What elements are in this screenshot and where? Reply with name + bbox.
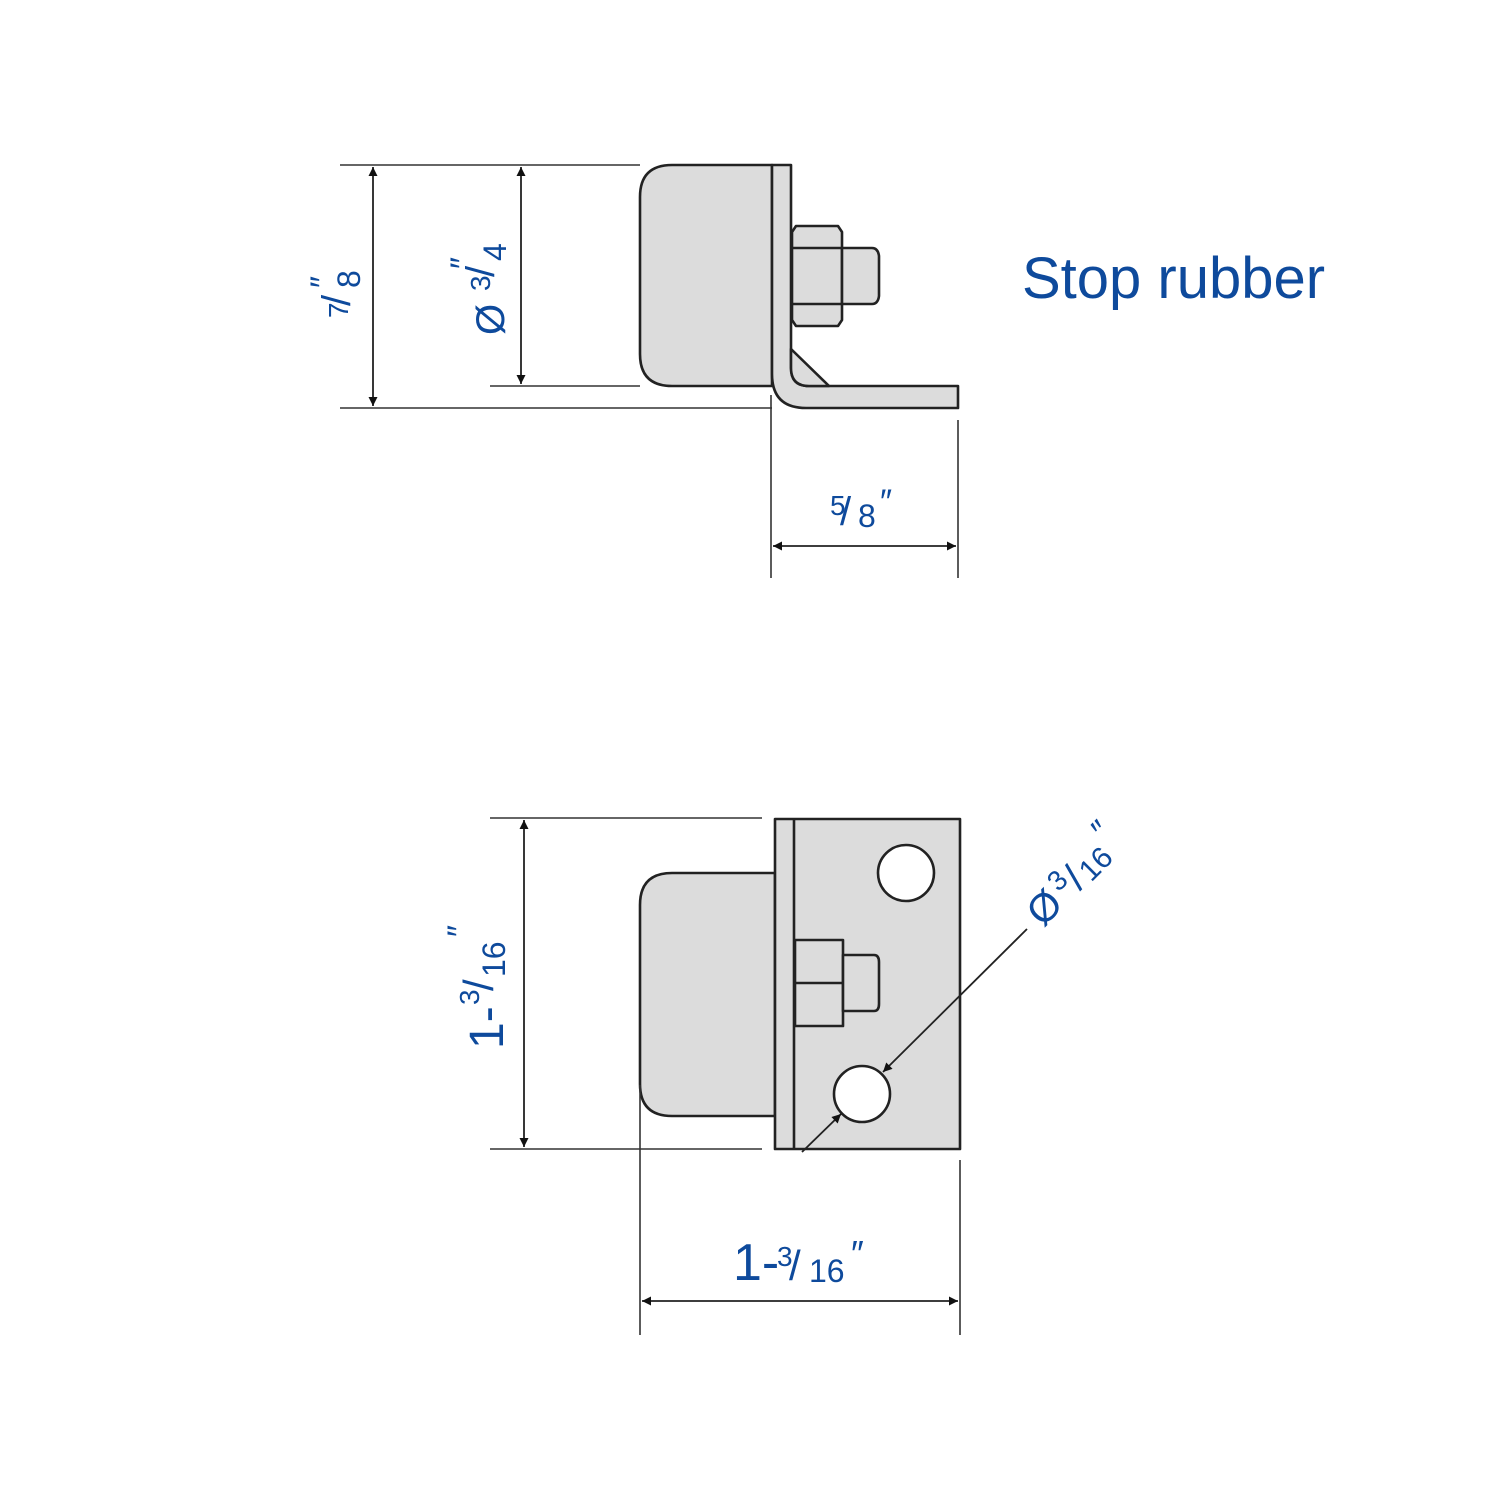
svg-text:3: 3 bbox=[777, 1241, 793, 1272]
svg-text:″: ″ bbox=[851, 1233, 864, 1274]
rubber-bumper-front bbox=[638, 871, 777, 1118]
svg-text:/: / bbox=[459, 265, 503, 277]
front-view: 1- 3 / 16 ″ 1- 3 / 16 ″ Ø 3 / 16 ″ bbox=[441, 813, 1120, 1335]
dim-label-plate-height: 1- 3 / 16 ″ bbox=[441, 925, 514, 1049]
dim-label-hole-diameter: Ø 3 / 16 ″ bbox=[1018, 813, 1119, 934]
dim-leader-hole-diameter-lower bbox=[801, 1113, 842, 1153]
svg-text:1-: 1- bbox=[461, 1006, 514, 1049]
svg-text:16: 16 bbox=[476, 941, 512, 977]
svg-text:8: 8 bbox=[331, 270, 367, 288]
mounting-hole-top bbox=[876, 843, 936, 903]
dim-label-overall-width: 1- 3 / 16 ″ bbox=[733, 1233, 864, 1292]
rubber-bumper bbox=[638, 163, 774, 388]
svg-text:5: 5 bbox=[830, 490, 846, 521]
svg-text:3: 3 bbox=[454, 989, 485, 1005]
side-view: 7 / 8 ″ Ø 3 / 4 ″ 5 / 8 ″ bbox=[304, 163, 960, 578]
hex-nut bbox=[790, 224, 844, 328]
hex-nut-front bbox=[793, 938, 845, 1028]
svg-text:4: 4 bbox=[477, 243, 513, 261]
svg-text:/: / bbox=[455, 979, 502, 991]
svg-text:/: / bbox=[840, 490, 852, 534]
bolt-stub-front bbox=[841, 953, 881, 1013]
dim-label-overall-height: 7 / 8 ″ bbox=[304, 270, 367, 318]
svg-text:″: ″ bbox=[880, 483, 892, 521]
svg-text:16: 16 bbox=[809, 1253, 845, 1289]
svg-text:7: 7 bbox=[323, 302, 354, 318]
svg-text:″: ″ bbox=[1084, 813, 1119, 848]
svg-text:/: / bbox=[789, 1242, 801, 1289]
svg-text:″: ″ bbox=[304, 276, 342, 288]
svg-text:1-: 1- bbox=[733, 1234, 779, 1292]
svg-text:Ø: Ø bbox=[469, 304, 513, 335]
dim-label-flange-length: 5 / 8 ″ bbox=[830, 483, 892, 534]
bracket-gusset bbox=[789, 347, 831, 388]
svg-text:″: ″ bbox=[441, 925, 479, 937]
dim-label-rubber-diameter: Ø 3 / 4 ″ bbox=[444, 243, 513, 335]
part-title: Stop rubber bbox=[1022, 246, 1325, 311]
mounting-hole-bottom bbox=[832, 1064, 892, 1124]
svg-text:3: 3 bbox=[465, 275, 496, 291]
bolt-stub bbox=[840, 246, 881, 306]
svg-text:8: 8 bbox=[858, 498, 876, 534]
svg-text:″: ″ bbox=[444, 257, 482, 269]
svg-text:/: / bbox=[315, 294, 359, 306]
dim-leader-hole-diameter bbox=[882, 928, 1028, 1073]
